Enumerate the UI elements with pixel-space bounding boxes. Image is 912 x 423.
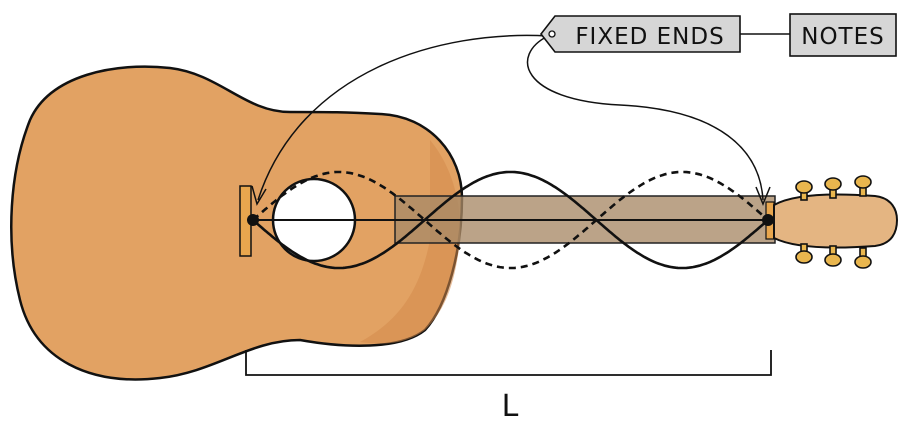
arrow-to-right-end [526,35,764,201]
tag-hole [548,30,556,38]
fixed-end-left-dot [247,214,259,226]
tuning-pegs-bottom [795,243,872,269]
arrowhead-right [755,186,771,206]
guitar-body-shade [360,140,461,344]
notes-label: NOTES [801,24,885,50]
length-label: L [502,389,519,423]
headstock [773,193,899,249]
standing-wave-solid [252,170,769,270]
fixed-ends-label: FIXED ENDS [575,24,724,50]
arrowhead-left [251,185,267,206]
fixed-end-right-dot [762,214,774,226]
tuning-pegs-top [795,175,872,201]
notes-box [789,13,897,57]
arrow-to-left-end [257,34,549,201]
length-bracket [245,350,772,376]
standing-wave-dashed [252,170,769,270]
